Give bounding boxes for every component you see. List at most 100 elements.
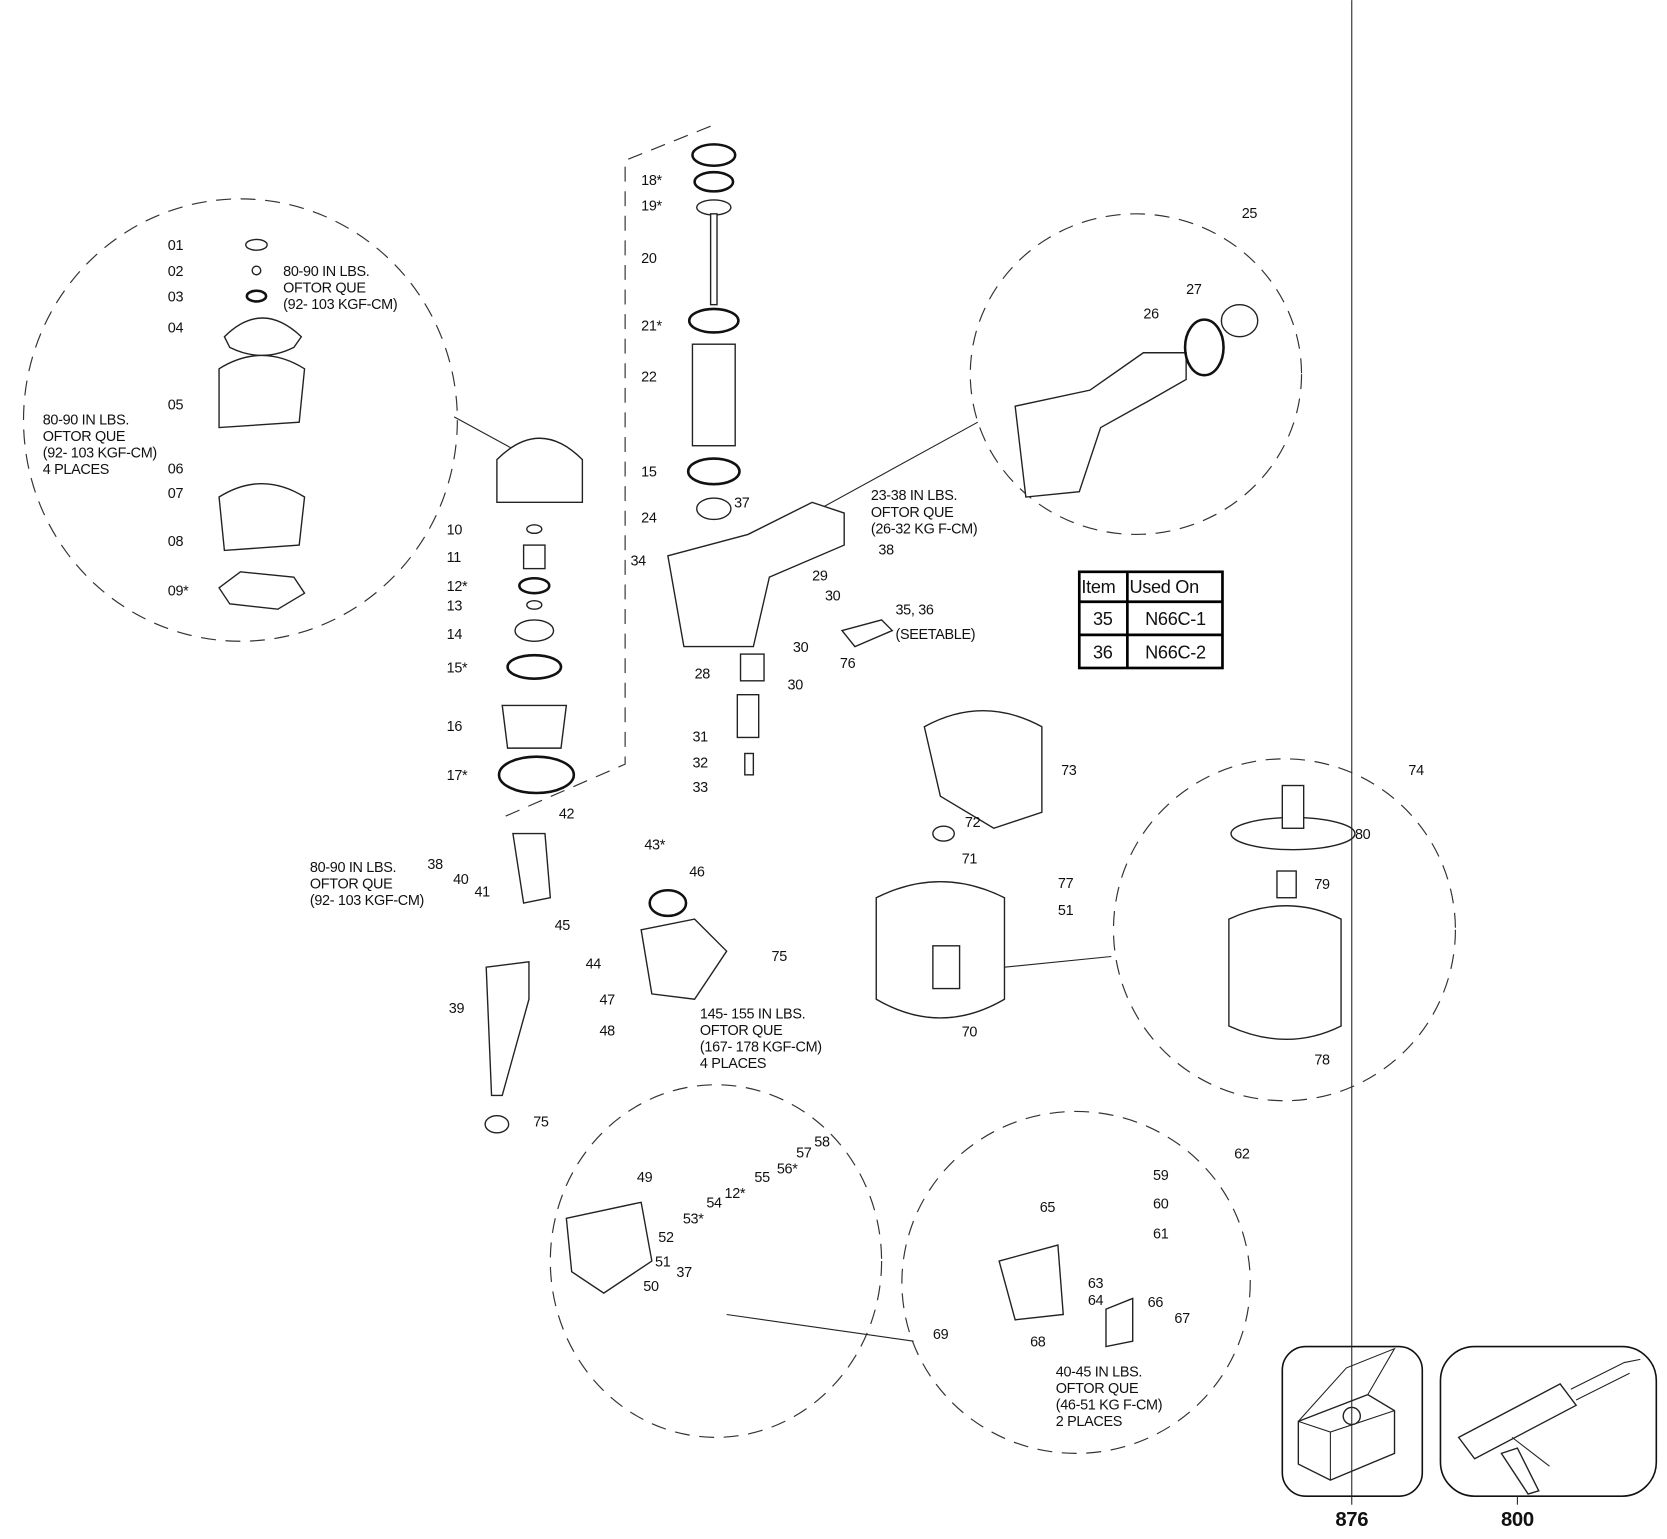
table-cell: N66C-1: [1145, 609, 1206, 629]
callout-label: 64: [1088, 1293, 1104, 1309]
callout-label: 77: [1058, 876, 1074, 892]
callout-label: 38: [427, 857, 443, 873]
callout-label: 48: [599, 1024, 615, 1040]
center-column-parts: [496, 437, 584, 795]
callout-label: 27: [1186, 282, 1202, 298]
callout-label: 18*: [641, 173, 662, 189]
torque-note-line: (26-32 KG F-CM): [871, 521, 977, 537]
callout-label: 55: [754, 1170, 770, 1186]
callout-label: 12*: [725, 1186, 746, 1202]
callout-label: 11: [447, 550, 462, 566]
callout-label: 31: [692, 730, 708, 746]
callout-label: 34: [630, 553, 646, 569]
cylinder-column-parts: [667, 143, 894, 776]
callout-label: 75: [772, 949, 788, 965]
callout-label: 16: [447, 719, 463, 735]
torque-note-line: OFTOR QUE: [871, 505, 954, 521]
torque-note-line: OFTOR QUE: [700, 1023, 783, 1039]
detail-circle-cap: [22, 198, 458, 642]
callout-label: 15*: [447, 660, 468, 676]
torque-note-line: 40-45 IN LBS.: [1056, 1364, 1142, 1380]
torque-notes: 80-90 IN LBS.OFTOR QUE(92- 103 KGF-CM)80…: [43, 264, 1163, 1430]
callout-label: 08: [168, 534, 184, 550]
callout-label: 57: [796, 1145, 812, 1161]
callout-label: 71: [962, 852, 978, 868]
callout-label: 58: [814, 1135, 830, 1151]
callout-label: 24: [641, 511, 657, 527]
accessory-800: 800: [1439, 1345, 1658, 1531]
torque-note-line: 80-90 IN LBS.: [310, 860, 396, 876]
grease-gun-icon: [1457, 1358, 1641, 1495]
callout-label: 79: [1314, 877, 1330, 893]
callout-label: 15: [641, 465, 657, 481]
torque-note-line: (46-51 KG F-CM): [1056, 1398, 1162, 1414]
callout-label: 73: [1061, 763, 1077, 779]
callout-label: 67: [1174, 1311, 1190, 1327]
torque-note-line: OFTOR QUE: [1056, 1381, 1139, 1397]
callout-label: 12*: [447, 579, 468, 595]
callout-label: 14: [447, 627, 463, 643]
callout-label: 45: [555, 918, 571, 934]
callout-label: 13: [447, 598, 463, 614]
torque-note-line: 4 PLACES: [700, 1056, 766, 1072]
callout-label: 52: [658, 1230, 674, 1246]
callout-label: 40: [453, 872, 469, 888]
torque-note-line: 4 PLACES: [43, 462, 109, 478]
torque-note-line: 145- 155 IN LBS.: [700, 1006, 805, 1022]
callout-label: 32: [692, 755, 708, 771]
callout-label: 03: [168, 289, 184, 305]
torque-note-line: 80-90 IN LBS.: [283, 264, 369, 280]
callout-label: 06: [168, 462, 184, 478]
callout-label: 17*: [447, 768, 468, 784]
torque-note-line: (92- 103 KGF-CM): [283, 297, 397, 313]
callout-label: 74: [1408, 763, 1424, 779]
callout-label: 44: [586, 956, 602, 972]
alignment-line: [502, 125, 711, 819]
cap-parts: [218, 238, 306, 610]
callout-label: 62: [1234, 1146, 1250, 1162]
callout-label: 70: [962, 1025, 978, 1041]
kit-box-icon: [1297, 1347, 1396, 1481]
table-header-item: Item: [1081, 577, 1115, 597]
callout-label: 43*: [644, 838, 665, 854]
callout-label: 59: [1153, 1168, 1169, 1184]
callout-label: 20: [641, 251, 657, 267]
callout-label: 28: [695, 667, 711, 683]
table-cell: 36: [1093, 642, 1113, 662]
callout-label: 37: [734, 496, 750, 512]
callout-label: 56*: [777, 1161, 798, 1177]
callout-label: 05: [168, 397, 184, 413]
callout-label: 75: [533, 1114, 549, 1130]
callout-label: 68: [1030, 1335, 1046, 1351]
callout-label: 51: [1058, 903, 1074, 919]
callout-label: 01: [168, 238, 184, 254]
nose-parts: [512, 832, 552, 904]
torque-note-line: 2 PLACES: [1056, 1414, 1122, 1430]
canister-cover-part: [923, 710, 1043, 830]
callout-label: 72: [965, 815, 981, 831]
callout-label: 39: [449, 1001, 465, 1017]
table-header-used-on: Used On: [1129, 577, 1198, 597]
callout-label: 07: [168, 486, 184, 502]
callout-label: 80: [1355, 827, 1371, 843]
callout-label: 30: [793, 640, 809, 656]
callout-label: 69: [933, 1327, 949, 1343]
torque-note-line: OFTOR QUE: [310, 877, 393, 893]
callout-label: 50: [643, 1279, 659, 1295]
callout-label: 37: [676, 1265, 692, 1281]
callout-label: 66: [1148, 1295, 1164, 1311]
callout-label: 33: [692, 780, 708, 796]
callout-label: 63: [1088, 1276, 1104, 1292]
callout-label: 49: [637, 1170, 653, 1186]
detail-circle-valve: [549, 1084, 883, 1438]
usage-table: Item Used On 35 N66C-1 36 N66C-2: [1077, 570, 1224, 670]
torque-note-line: 23-38 IN LBS.: [871, 488, 957, 504]
callout-label: 26: [1143, 307, 1159, 323]
callout-label: 38: [878, 543, 894, 559]
callout-label: 41: [474, 885, 490, 901]
accessory-876: 876: [1281, 0, 1424, 1531]
detail-circle-25: [969, 213, 1303, 535]
callout-label: 30: [825, 589, 841, 605]
callout-label: 42: [559, 807, 575, 823]
